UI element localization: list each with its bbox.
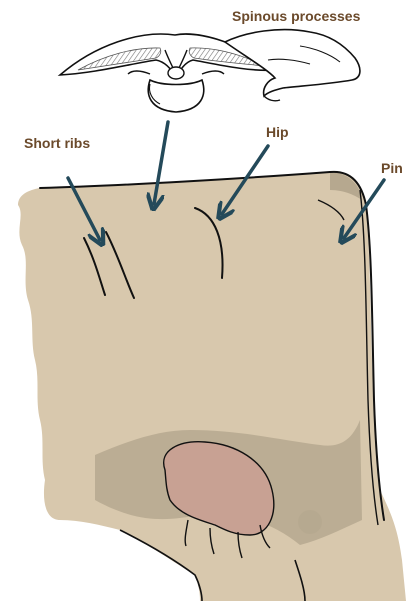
label-pin: Pin [381,161,403,175]
label-hip: Hip [266,125,289,139]
cow-body [18,172,406,601]
label-spinous-processes: Spinous processes [232,9,360,23]
label-short-ribs: Short ribs [24,136,90,150]
